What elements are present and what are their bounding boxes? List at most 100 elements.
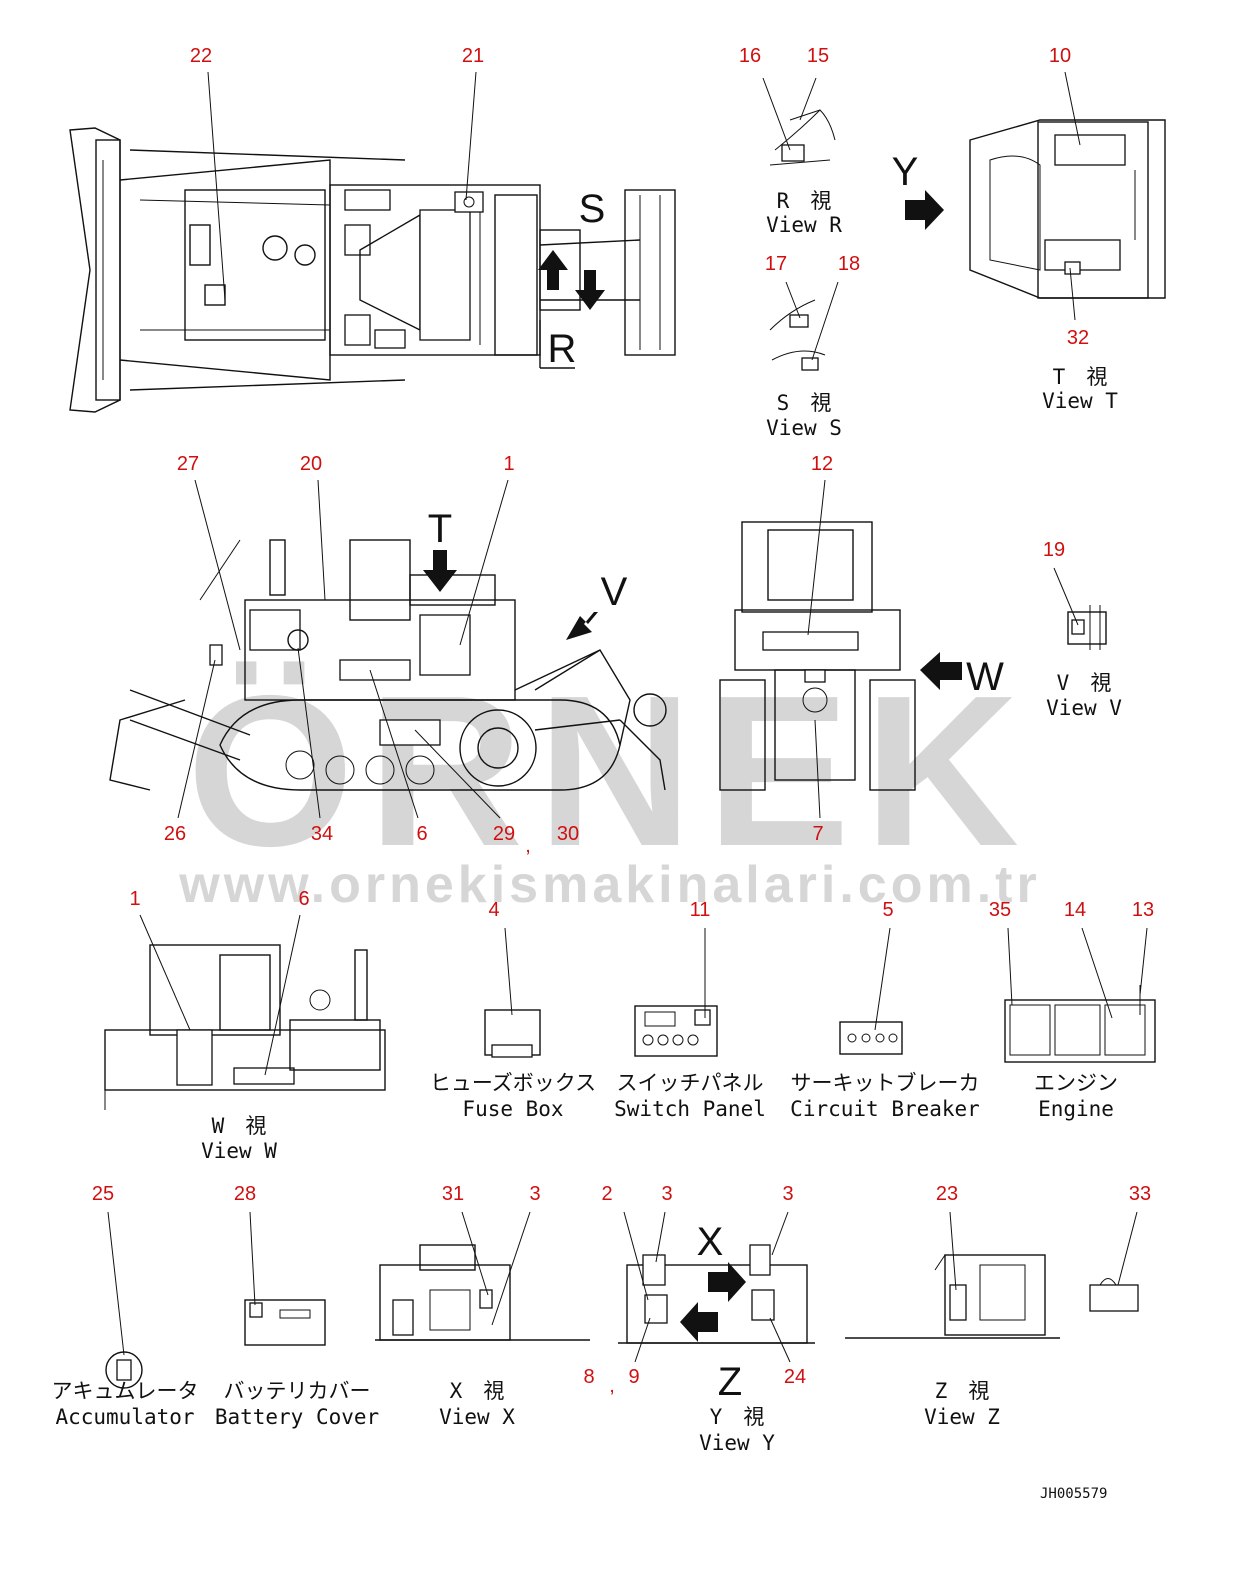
view-letter-x: X bbox=[697, 1220, 724, 1264]
callout-35: 35 bbox=[989, 899, 1011, 921]
view-z-arrow bbox=[680, 1302, 718, 1342]
view-v-arrow bbox=[566, 612, 598, 640]
fuse-box-caption-en: Fuse Box bbox=[462, 1097, 563, 1121]
callout-22: 22 bbox=[190, 45, 212, 67]
callout-1-w: 1 bbox=[129, 888, 140, 910]
callout-21: 21 bbox=[462, 45, 484, 67]
view-letter-y: Y bbox=[892, 150, 919, 194]
view-x-caption-en: View X bbox=[439, 1405, 515, 1429]
callout-18: 18 bbox=[838, 253, 860, 275]
view-letter-w: W bbox=[966, 655, 1004, 699]
callout-5: 5 bbox=[882, 899, 893, 921]
view-letter-z: Z bbox=[718, 1360, 742, 1404]
watermark-url: www.ornekismakinalari.com.tr bbox=[178, 856, 1040, 914]
callout-27: 27 bbox=[177, 453, 199, 475]
view-letter-r: R bbox=[548, 327, 577, 371]
view-letter-s: S bbox=[579, 187, 606, 231]
callout-31: 31 bbox=[442, 1183, 464, 1205]
view-letter-v: V bbox=[601, 570, 628, 614]
view-v-sketch bbox=[1067, 605, 1107, 650]
engine-sketch bbox=[1004, 985, 1156, 1063]
view-y-arrow bbox=[905, 190, 944, 230]
callout-29: 29 bbox=[493, 823, 515, 845]
callout-33: 33 bbox=[1129, 1183, 1151, 1205]
circuit-breaker-caption-en: Circuit Breaker bbox=[790, 1097, 980, 1121]
callout-10: 10 bbox=[1049, 45, 1071, 67]
part-33-plate bbox=[1089, 1278, 1139, 1312]
switch-panel-caption-en: Switch Panel bbox=[614, 1097, 766, 1121]
engine-caption-en: Engine bbox=[1038, 1097, 1114, 1121]
circuit-breaker-sketch bbox=[839, 1021, 903, 1055]
view-letter-t: T bbox=[428, 507, 452, 551]
callout-16: 16 bbox=[739, 45, 761, 67]
callout-34: 34 bbox=[311, 823, 333, 845]
view-w-arrow bbox=[920, 652, 962, 690]
rear-view-dozer bbox=[719, 521, 916, 791]
switch-panel-sketch bbox=[634, 1005, 718, 1057]
view-x-arrow bbox=[708, 1262, 746, 1302]
callout-3-y-left: 3 bbox=[661, 1183, 672, 1205]
callout-19: 19 bbox=[1043, 539, 1065, 561]
view-x-sketch bbox=[375, 1244, 590, 1341]
view-r-caption-en: View R bbox=[766, 213, 842, 237]
view-z-sketch bbox=[845, 1254, 1060, 1339]
drawing-code: JH005579 bbox=[1040, 1486, 1107, 1502]
callout-1-side: 1 bbox=[503, 453, 514, 475]
view-w-caption-jp: W 視 bbox=[212, 1114, 267, 1138]
top-view-dozer bbox=[69, 127, 676, 413]
callout-2: 2 bbox=[601, 1183, 612, 1205]
view-t-caption-en: View T bbox=[1042, 389, 1118, 413]
callout-13: 13 bbox=[1132, 899, 1154, 921]
view-x-caption-jp: X 視 bbox=[450, 1379, 505, 1403]
callout-24: 24 bbox=[784, 1366, 806, 1388]
circuit-breaker-caption-jp: サーキットブレーカ bbox=[791, 1071, 980, 1095]
view-y-caption-jp: Y 視 bbox=[710, 1405, 765, 1429]
fuse-box-sketch bbox=[484, 1009, 541, 1058]
battery-cover-caption-en: Battery Cover bbox=[215, 1405, 379, 1429]
callout-4: 4 bbox=[488, 899, 499, 921]
callout-17: 17 bbox=[765, 253, 787, 275]
callout-26: 26 bbox=[164, 823, 186, 845]
view-t-arrow bbox=[423, 550, 457, 592]
callout-11: 11 bbox=[690, 899, 711, 921]
view-y-caption-en: View Y bbox=[699, 1431, 775, 1455]
callout-8: 8 bbox=[583, 1366, 594, 1388]
view-t-caption-jp: T 視 bbox=[1053, 365, 1108, 389]
view-z-caption-en: View Z bbox=[924, 1405, 1000, 1429]
callout-3-y-right: 3 bbox=[782, 1183, 793, 1205]
callout-28: 28 bbox=[234, 1183, 256, 1205]
view-z-caption-jp: Z 視 bbox=[935, 1379, 990, 1403]
callout-7: 7 bbox=[812, 823, 823, 845]
callout-12: 12 bbox=[811, 453, 833, 475]
battery-cover-sketch bbox=[244, 1299, 326, 1346]
callout-32: 32 bbox=[1067, 327, 1089, 349]
callout-25: 25 bbox=[92, 1183, 114, 1205]
view-t-floor bbox=[969, 119, 1166, 299]
accumulator-caption-en: Accumulator bbox=[55, 1405, 194, 1429]
view-s-caption-en: View S bbox=[766, 416, 842, 440]
callout-30: 30 bbox=[557, 823, 579, 845]
view-r-caption-jp: R 視 bbox=[777, 189, 832, 213]
view-w-caption-en: View W bbox=[201, 1139, 277, 1163]
callout-3-x: 3 bbox=[529, 1183, 540, 1205]
callout-20: 20 bbox=[300, 453, 322, 475]
switch-panel-caption-jp: スイッチパネル bbox=[617, 1071, 764, 1095]
callout-6-w: 6 bbox=[298, 888, 309, 910]
engine-caption-jp: エンジン bbox=[1034, 1071, 1118, 1095]
callout-23: 23 bbox=[936, 1183, 958, 1205]
separator-comma-29-30: , bbox=[525, 835, 531, 857]
fuse-box-caption-jp: ヒューズボックス bbox=[430, 1071, 596, 1095]
callout-14: 14 bbox=[1064, 899, 1086, 921]
view-r-sketch bbox=[769, 109, 836, 166]
separator-comma-8-9: , bbox=[609, 1375, 615, 1397]
callout-15: 15 bbox=[807, 45, 829, 67]
callout-9: 9 bbox=[628, 1366, 639, 1388]
view-v-caption-en: View V bbox=[1046, 696, 1122, 720]
callout-6-side: 6 bbox=[416, 823, 427, 845]
view-w-sketch bbox=[104, 944, 386, 1110]
view-v-caption-jp: V 視 bbox=[1057, 671, 1112, 695]
accumulator-caption-jp: アキュムレータ bbox=[52, 1379, 199, 1403]
view-s-caption-jp: S 視 bbox=[777, 391, 832, 415]
battery-cover-caption-jp: バッテリカバー bbox=[224, 1379, 371, 1403]
